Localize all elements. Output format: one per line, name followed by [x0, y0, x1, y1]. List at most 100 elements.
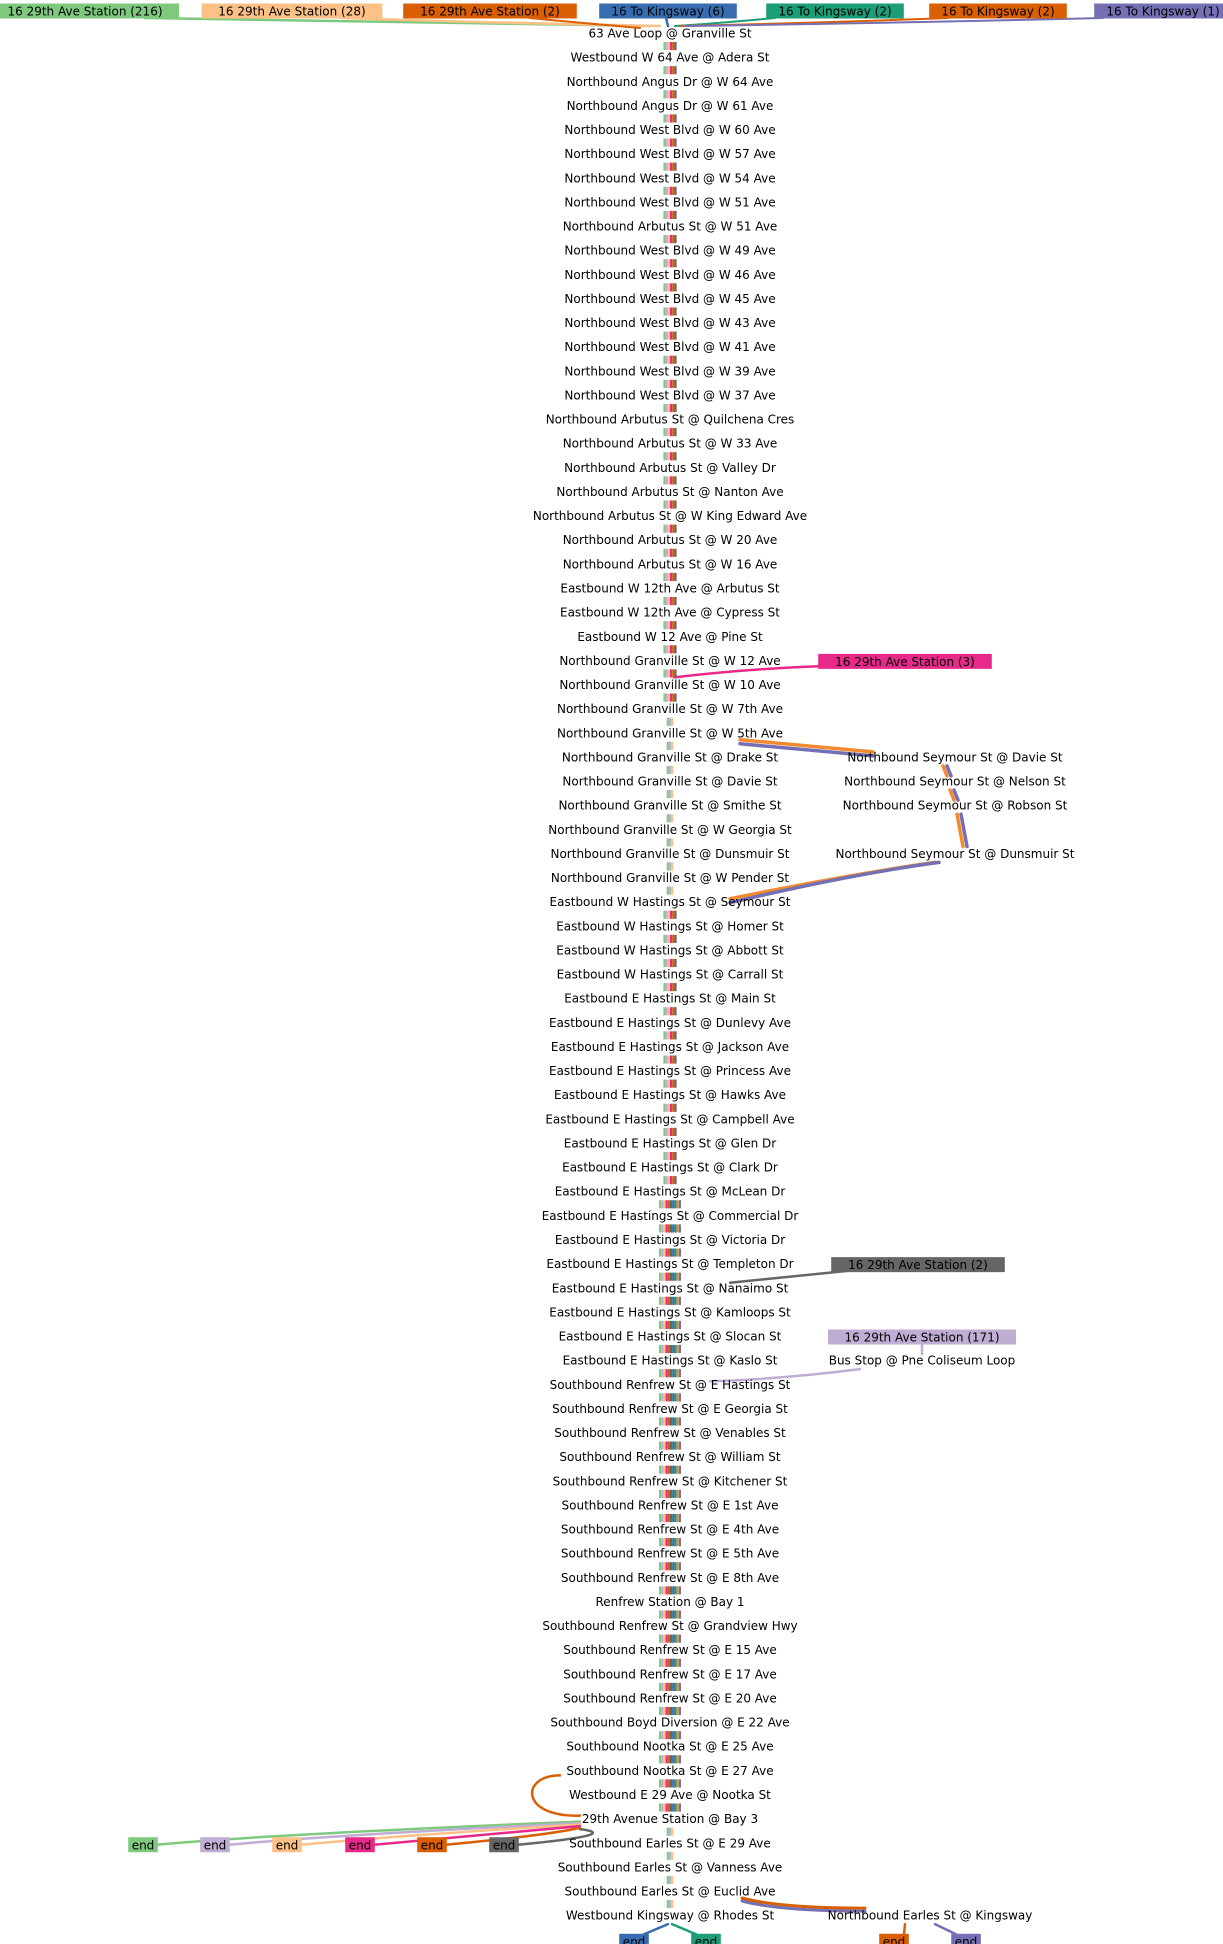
stop-marker-segment — [663, 1562, 666, 1571]
stop-marker-segment — [678, 1320, 681, 1330]
stop-marker-segment — [663, 1538, 666, 1547]
stop-marker-segment — [661, 1513, 664, 1523]
stop-marker-segment — [663, 1176, 666, 1185]
stop-label: Eastbound E Hastings St @ Jackson Ave — [551, 1040, 789, 1054]
stop-marker-segment — [666, 1900, 669, 1909]
stop-label: Northbound Granville St @ Drake St — [562, 750, 778, 764]
end-line — [372, 1824, 582, 1846]
stop-label: Southbound Renfrew St @ E 17 Ave — [563, 1667, 777, 1681]
stop-marker-segment — [661, 1248, 664, 1257]
stop-marker-segment — [661, 1489, 664, 1498]
stop-marker-segment — [665, 1151, 668, 1161]
stop-marker-segment — [661, 1465, 664, 1474]
stop-marker-segment — [670, 1803, 673, 1812]
stop-marker-segment — [676, 1248, 679, 1257]
stop-marker-segment — [672, 42, 675, 51]
stop-marker-segment — [661, 1320, 664, 1330]
stop-marker-segment — [670, 210, 673, 220]
stop-marker-segment — [672, 1224, 675, 1233]
stop-marker-segment — [670, 548, 673, 557]
stop-marker-segment — [672, 1417, 675, 1426]
stop-marker-segment — [668, 886, 672, 895]
stop-label: Eastbound W Hastings St @ Homer St — [556, 919, 784, 933]
stop-marker-segment — [667, 1031, 670, 1040]
stop-label: Northbound Arbutus St @ W 51 Ave — [563, 220, 778, 234]
stop-marker-segment — [665, 42, 668, 51]
stop-marker-segment — [667, 1706, 670, 1716]
stop-marker-segment — [674, 500, 677, 509]
stop-marker-segment — [665, 645, 668, 654]
stop-marker-segment — [659, 1296, 662, 1305]
stop-marker-segment — [670, 1682, 673, 1691]
stop-marker-segment — [667, 1731, 670, 1740]
stop-marker-segment — [672, 1755, 675, 1764]
stop-label: Westbound Kingsway @ Rhodes St — [566, 1909, 775, 1923]
stop-marker-segment — [674, 1634, 677, 1643]
stop-marker-segment — [672, 1779, 675, 1788]
stop-marker-segment — [674, 42, 677, 51]
stop-marker-segment — [667, 162, 670, 171]
branch-line — [740, 1896, 867, 1910]
stop-marker-segment — [667, 1369, 670, 1378]
stop-marker-segment — [665, 355, 668, 364]
stop-label: Northbound Arbutus St @ W King Edward Av… — [533, 509, 807, 523]
origin-label-box — [403, 3, 577, 19]
stop-marker-segment — [670, 138, 673, 147]
stop-label: Northbound West Blvd @ W 54 Ave — [564, 171, 775, 185]
stop-marker-segment — [678, 1369, 681, 1378]
stop-marker-segment — [678, 1562, 681, 1571]
branch-line — [728, 860, 941, 905]
stop-marker-segment — [670, 934, 673, 943]
stop-marker-segment — [674, 1417, 677, 1426]
stop-marker-segment — [672, 1151, 675, 1161]
stop-marker-segment — [663, 259, 666, 268]
stop-marker-segment — [665, 1417, 668, 1426]
stop-marker-segment — [676, 1658, 679, 1667]
stop-marker-segment — [665, 1682, 668, 1691]
stop-marker-segment — [670, 1586, 673, 1595]
stop-marker-segment — [661, 1779, 664, 1788]
side-origin-label-box — [828, 1329, 1016, 1345]
route-line-dark-gray — [728, 1269, 852, 1285]
stop-marker-segment — [674, 1562, 677, 1571]
stop-marker-segment — [667, 210, 670, 220]
stop-marker-segment — [667, 259, 670, 268]
stop-marker-segment — [674, 1224, 677, 1233]
stop-marker-segment — [663, 379, 666, 388]
stop-marker-segment — [667, 1393, 670, 1402]
stop-label: Southbound Earles St @ Euclid Ave — [565, 1885, 776, 1899]
stop-marker-segment — [661, 1393, 664, 1402]
stop-marker-segment — [665, 307, 668, 316]
stop-marker-segment — [663, 1151, 666, 1161]
stop-marker-segment — [665, 1079, 668, 1088]
stop-marker-segment — [676, 1393, 679, 1402]
stop-marker-segment — [667, 1755, 670, 1764]
stop-marker-segment — [665, 90, 668, 99]
stop-marker-segment — [661, 1296, 664, 1305]
stop-marker-segment — [672, 235, 675, 244]
stop-marker-segment — [659, 1345, 662, 1354]
stop-marker-segment — [667, 66, 670, 75]
stop-marker-segment — [663, 1079, 666, 1088]
stop-marker-segment — [672, 645, 675, 654]
stop-marker-segment — [676, 1345, 679, 1354]
stop-marker-segment — [666, 814, 669, 823]
stop-marker-segment — [670, 1513, 673, 1523]
stop-marker-segment — [670, 1706, 673, 1716]
branch-line — [941, 764, 949, 778]
stop-marker-segment — [674, 548, 677, 557]
end-label-box — [345, 1837, 375, 1853]
stop-marker-segment — [667, 1658, 670, 1667]
stop-marker-segment — [676, 1610, 679, 1619]
stop-marker-segment — [674, 1176, 677, 1185]
stop-marker-segment — [663, 621, 666, 630]
stop-label: Northbound West Blvd @ W 46 Ave — [564, 268, 775, 282]
stop-marker-segment — [665, 1731, 668, 1740]
stop-marker-segment — [672, 500, 675, 509]
stop-marker-segment — [667, 379, 670, 388]
end-label: end — [883, 1935, 906, 1944]
branch-stop-label: Northbound Seymour St @ Dunsmuir St — [835, 847, 1074, 861]
stop-marker-segment — [678, 1731, 681, 1740]
stop-marker-segment — [674, 1755, 677, 1764]
stop-marker-segment — [659, 1393, 662, 1402]
